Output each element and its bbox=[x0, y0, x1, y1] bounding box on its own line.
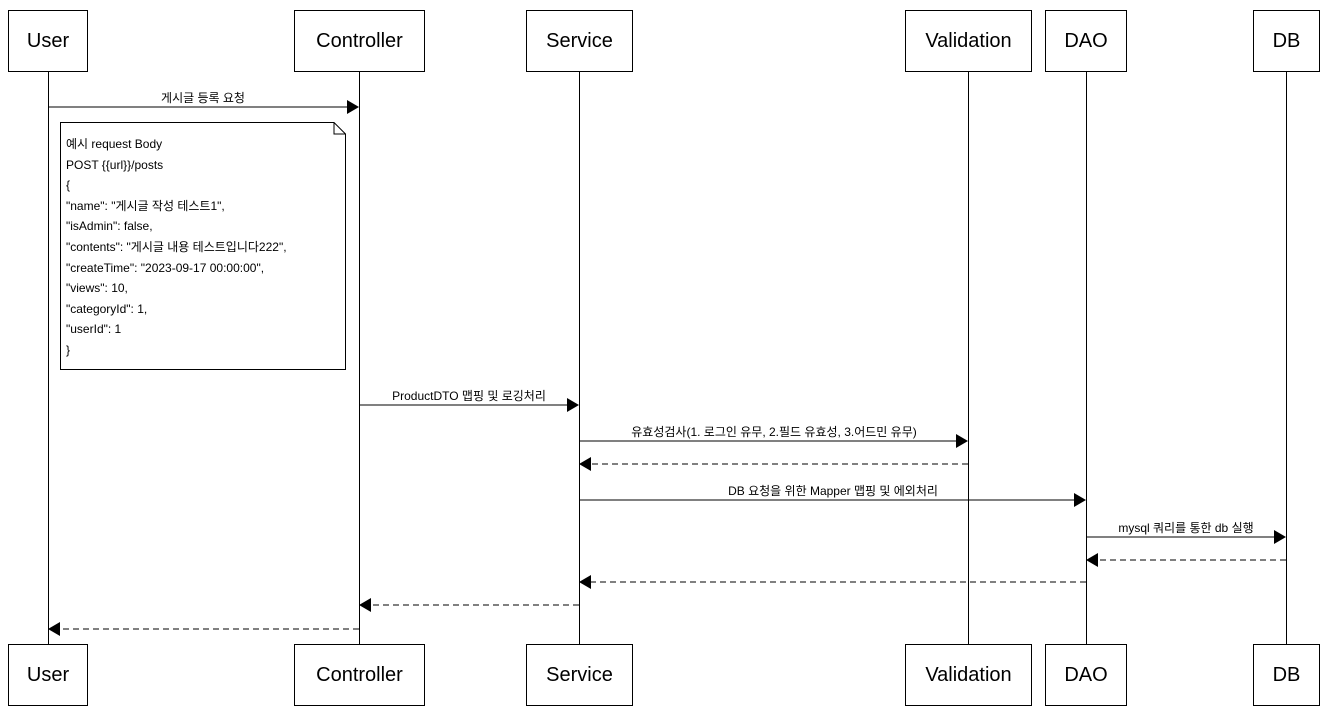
message-arrow-dao-return bbox=[579, 575, 1086, 589]
note-line: "contents": "게시글 내용 테스트입니다222", bbox=[66, 239, 287, 254]
note-line: "views": 10, bbox=[66, 281, 128, 296]
participant-controller-top: Controller bbox=[294, 10, 425, 72]
message-arrow-db-return bbox=[1086, 553, 1286, 567]
message-arrow-service-return bbox=[359, 598, 579, 612]
participant-db-bottom: DB bbox=[1253, 644, 1320, 706]
note-line: POST {{url}}/posts bbox=[66, 157, 164, 172]
participant-label: DB bbox=[1272, 663, 1301, 686]
note-line: } bbox=[66, 342, 71, 357]
participant-label: DAO bbox=[1064, 663, 1108, 686]
participant-validation-top: Validation bbox=[905, 10, 1032, 72]
note-line: "name": "게시글 작성 테스트1", bbox=[66, 198, 225, 213]
participant-label: Controller bbox=[316, 663, 403, 686]
message-label-dao-request: DB 요청을 위한 Mapper 맵핑 및 에외처리 bbox=[728, 484, 938, 498]
participant-label: User bbox=[26, 29, 70, 52]
lifeline-db bbox=[1286, 72, 1287, 644]
participant-label: Service bbox=[546, 29, 613, 52]
participant-service-bottom: Service bbox=[526, 644, 633, 706]
note-line: "createTime": "2023-09-17 00:00:00", bbox=[66, 260, 265, 275]
message-label-request: 게시글 등록 요청 bbox=[161, 91, 245, 105]
note-line: { bbox=[66, 178, 71, 193]
participant-dao-top: DAO bbox=[1045, 10, 1127, 72]
message-arrow-mapping bbox=[359, 398, 579, 412]
participant-label: DAO bbox=[1064, 29, 1108, 52]
participant-service-top: Service bbox=[526, 10, 633, 72]
participant-label: Validation bbox=[925, 663, 1012, 686]
message-arrow-response bbox=[48, 622, 359, 636]
participant-validation-bottom: Validation bbox=[905, 644, 1032, 706]
lifeline-user bbox=[48, 72, 49, 644]
participant-label: Validation bbox=[925, 29, 1012, 52]
note-line: "isAdmin": false, bbox=[66, 219, 153, 234]
note-line: 예시 request Body bbox=[66, 137, 163, 151]
note-request-body: 예시 request Body POST {{url}}/posts { "na… bbox=[66, 134, 341, 361]
lifeline-controller bbox=[359, 72, 360, 644]
message-arrow-validation-return bbox=[579, 457, 968, 471]
participant-user-bottom: User bbox=[8, 644, 88, 706]
message-arrow-request bbox=[48, 100, 359, 114]
participant-controller-bottom: Controller bbox=[294, 644, 425, 706]
lifeline-validation bbox=[968, 72, 969, 644]
participant-label: Controller bbox=[316, 29, 403, 52]
participant-user-top: User bbox=[8, 10, 88, 72]
participant-label: Service bbox=[546, 663, 613, 686]
participant-db-top: DB bbox=[1253, 10, 1320, 72]
note-shape bbox=[60, 122, 346, 370]
lifeline-service bbox=[579, 72, 580, 644]
participant-label: User bbox=[26, 663, 70, 686]
message-arrow-db-query bbox=[1086, 530, 1286, 544]
note-line: "userId": 1 bbox=[66, 322, 122, 337]
message-arrow-dao-request bbox=[579, 493, 1086, 507]
lifeline-dao bbox=[1086, 72, 1087, 644]
participant-label: DB bbox=[1272, 29, 1301, 52]
message-arrow-validation bbox=[579, 434, 968, 448]
message-label-validation: 유효성검사(1. 로그인 유무, 2.필드 유효성, 3.어드민 유무) bbox=[631, 425, 917, 439]
participant-dao-bottom: DAO bbox=[1045, 644, 1127, 706]
message-label-db-query: mysql 쿼리를 통한 db 실행 bbox=[1118, 521, 1254, 535]
note-line: "categoryId": 1, bbox=[66, 301, 148, 316]
message-label-mapping: ProductDTO 맵핑 및 로깅처리 bbox=[392, 389, 546, 403]
